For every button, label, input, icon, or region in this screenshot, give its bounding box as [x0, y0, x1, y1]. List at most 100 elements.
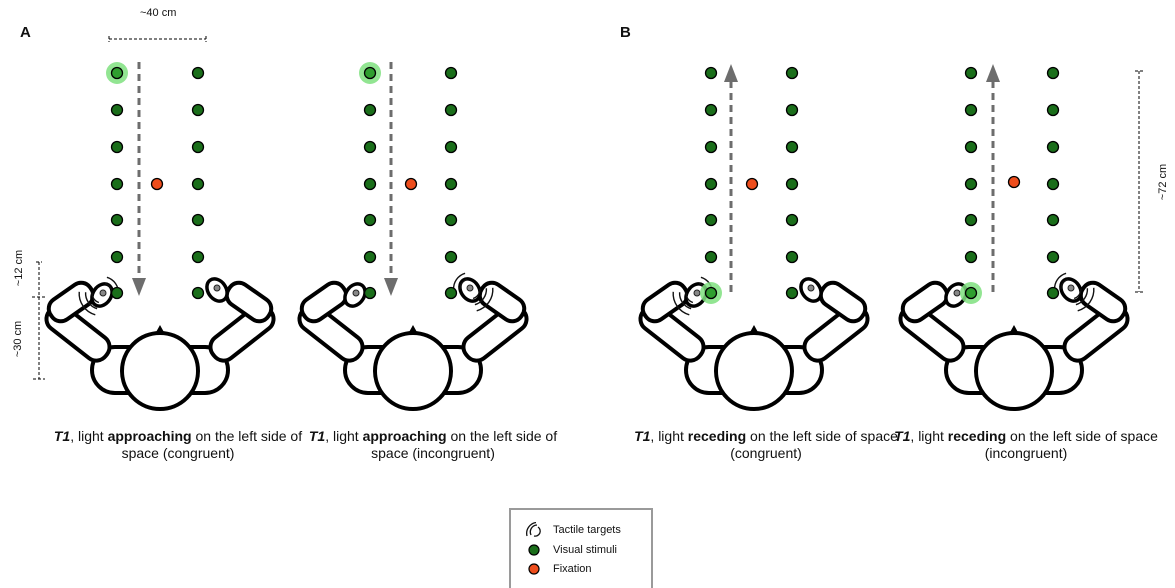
body-distance-label: ~30 cm	[12, 320, 24, 358]
visual-stimulus	[964, 286, 978, 300]
fixation-point	[1007, 175, 1021, 189]
arrow-head	[384, 278, 398, 296]
visual-stimulus	[110, 103, 124, 117]
fixation-point	[150, 177, 164, 191]
person-1	[44, 276, 276, 411]
visual-stimulus	[363, 66, 377, 80]
visual-stimulus	[363, 177, 377, 191]
visual-stimulus	[444, 213, 458, 227]
visual-stimulus	[785, 213, 799, 227]
tactile-arc-inner-1	[459, 278, 468, 290]
head	[120, 331, 200, 411]
motion-arrow-1	[132, 62, 146, 296]
visual-stimulus	[964, 250, 978, 264]
tactile-arc-1	[472, 288, 481, 300]
left-forearm	[46, 280, 96, 324]
tactile-arc-1	[685, 292, 694, 304]
visual-stimulus	[704, 66, 718, 80]
visual-stimulus	[191, 140, 205, 154]
visual-stimulus	[191, 103, 205, 117]
head	[714, 331, 794, 411]
person-4	[898, 272, 1130, 411]
right-tactor	[213, 284, 221, 292]
visual-stimulus	[363, 250, 377, 264]
tactile-arc-2	[84, 292, 98, 310]
visual-stimulus	[785, 66, 799, 80]
visual-stimulus	[964, 177, 978, 191]
visual-stimulus	[363, 213, 377, 227]
visual-stimulus	[964, 103, 978, 117]
visual-stimulus	[1046, 177, 1060, 191]
visual-stimulus	[1046, 66, 1060, 80]
legend-row-fixation: Fixation	[523, 561, 592, 577]
visual-stimulus	[363, 140, 377, 154]
visual-stimulus	[363, 286, 377, 300]
motion-arrow-3	[724, 64, 738, 292]
visual-stimulus	[191, 250, 205, 264]
head	[373, 331, 453, 411]
visual-stimulus	[444, 103, 458, 117]
visual-stimulus	[785, 177, 799, 191]
fixation-point	[745, 177, 759, 191]
motion-arrow-2	[384, 62, 398, 296]
visual-stimulus	[191, 286, 205, 300]
visual-stimulus	[444, 250, 458, 264]
width-measure-label: ~40 cm	[140, 7, 177, 19]
legend-fixation-label: Fixation	[553, 563, 592, 575]
fixation-point	[404, 177, 418, 191]
tactile-arc-2	[1075, 288, 1089, 306]
left-tactor	[99, 289, 107, 297]
tactile-arc-1	[1073, 288, 1082, 300]
left-tactor	[693, 289, 701, 297]
visual-stimulus	[110, 140, 124, 154]
visual-stimulus	[444, 177, 458, 191]
visual-stimulus	[704, 250, 718, 264]
tactile-icon	[523, 522, 545, 538]
visual-stimulus	[110, 66, 124, 80]
tactile-arc-3	[1077, 287, 1095, 312]
right-forearm	[224, 280, 274, 324]
visual-stimulus	[1046, 103, 1060, 117]
caption-4: T1, light receding on the left side of s…	[894, 428, 1158, 461]
visual-stimulus	[704, 177, 718, 191]
panel-label-b: B	[620, 24, 631, 41]
panel-label-a: A	[20, 24, 31, 41]
visual-stimulus	[110, 250, 124, 264]
visual-stimulus	[1046, 250, 1060, 264]
visual-stimulus	[191, 213, 205, 227]
near-distance-label: ~12 cm	[13, 249, 25, 287]
legend: Tactile targets Visual stimuli Fixation	[509, 508, 653, 588]
legend-row-tactile: Tactile targets	[523, 522, 621, 538]
legend-row-visual: Visual stimuli	[523, 542, 617, 558]
arrow-head	[986, 64, 1000, 82]
depth-measure-label: ~72 cm	[1157, 163, 1169, 201]
visual-stimulus	[1046, 286, 1060, 300]
nose	[1009, 325, 1019, 334]
nose	[408, 325, 418, 334]
visual-stimulus	[964, 66, 978, 80]
body-distance-bracket	[33, 297, 45, 380]
visual-stimulus	[785, 140, 799, 154]
visual-stimulus	[444, 286, 458, 300]
visual-stimulus	[191, 177, 205, 191]
depth-measure-bracket	[1135, 70, 1143, 293]
legend-visual-label: Visual stimuli	[553, 544, 617, 556]
motion-arrow-4	[986, 64, 1000, 292]
visual-stimulus	[704, 140, 718, 154]
visual-stimulus	[444, 66, 458, 80]
right-forearm	[818, 280, 868, 324]
visual-stimulus	[110, 177, 124, 191]
person-3	[638, 276, 870, 411]
left-forearm	[299, 280, 349, 324]
visual-stimulus-icon	[523, 544, 545, 556]
visual-stimulus	[785, 250, 799, 264]
visual-stimulus	[363, 103, 377, 117]
visual-stimulus	[785, 103, 799, 117]
fixation-icon	[523, 563, 545, 575]
visual-stimulus	[110, 213, 124, 227]
visual-stimulus	[1046, 140, 1060, 154]
caption-1: T1, light approaching on the left side o…	[53, 428, 303, 461]
right-tactor	[807, 284, 815, 292]
tactile-arc-2	[474, 288, 488, 306]
